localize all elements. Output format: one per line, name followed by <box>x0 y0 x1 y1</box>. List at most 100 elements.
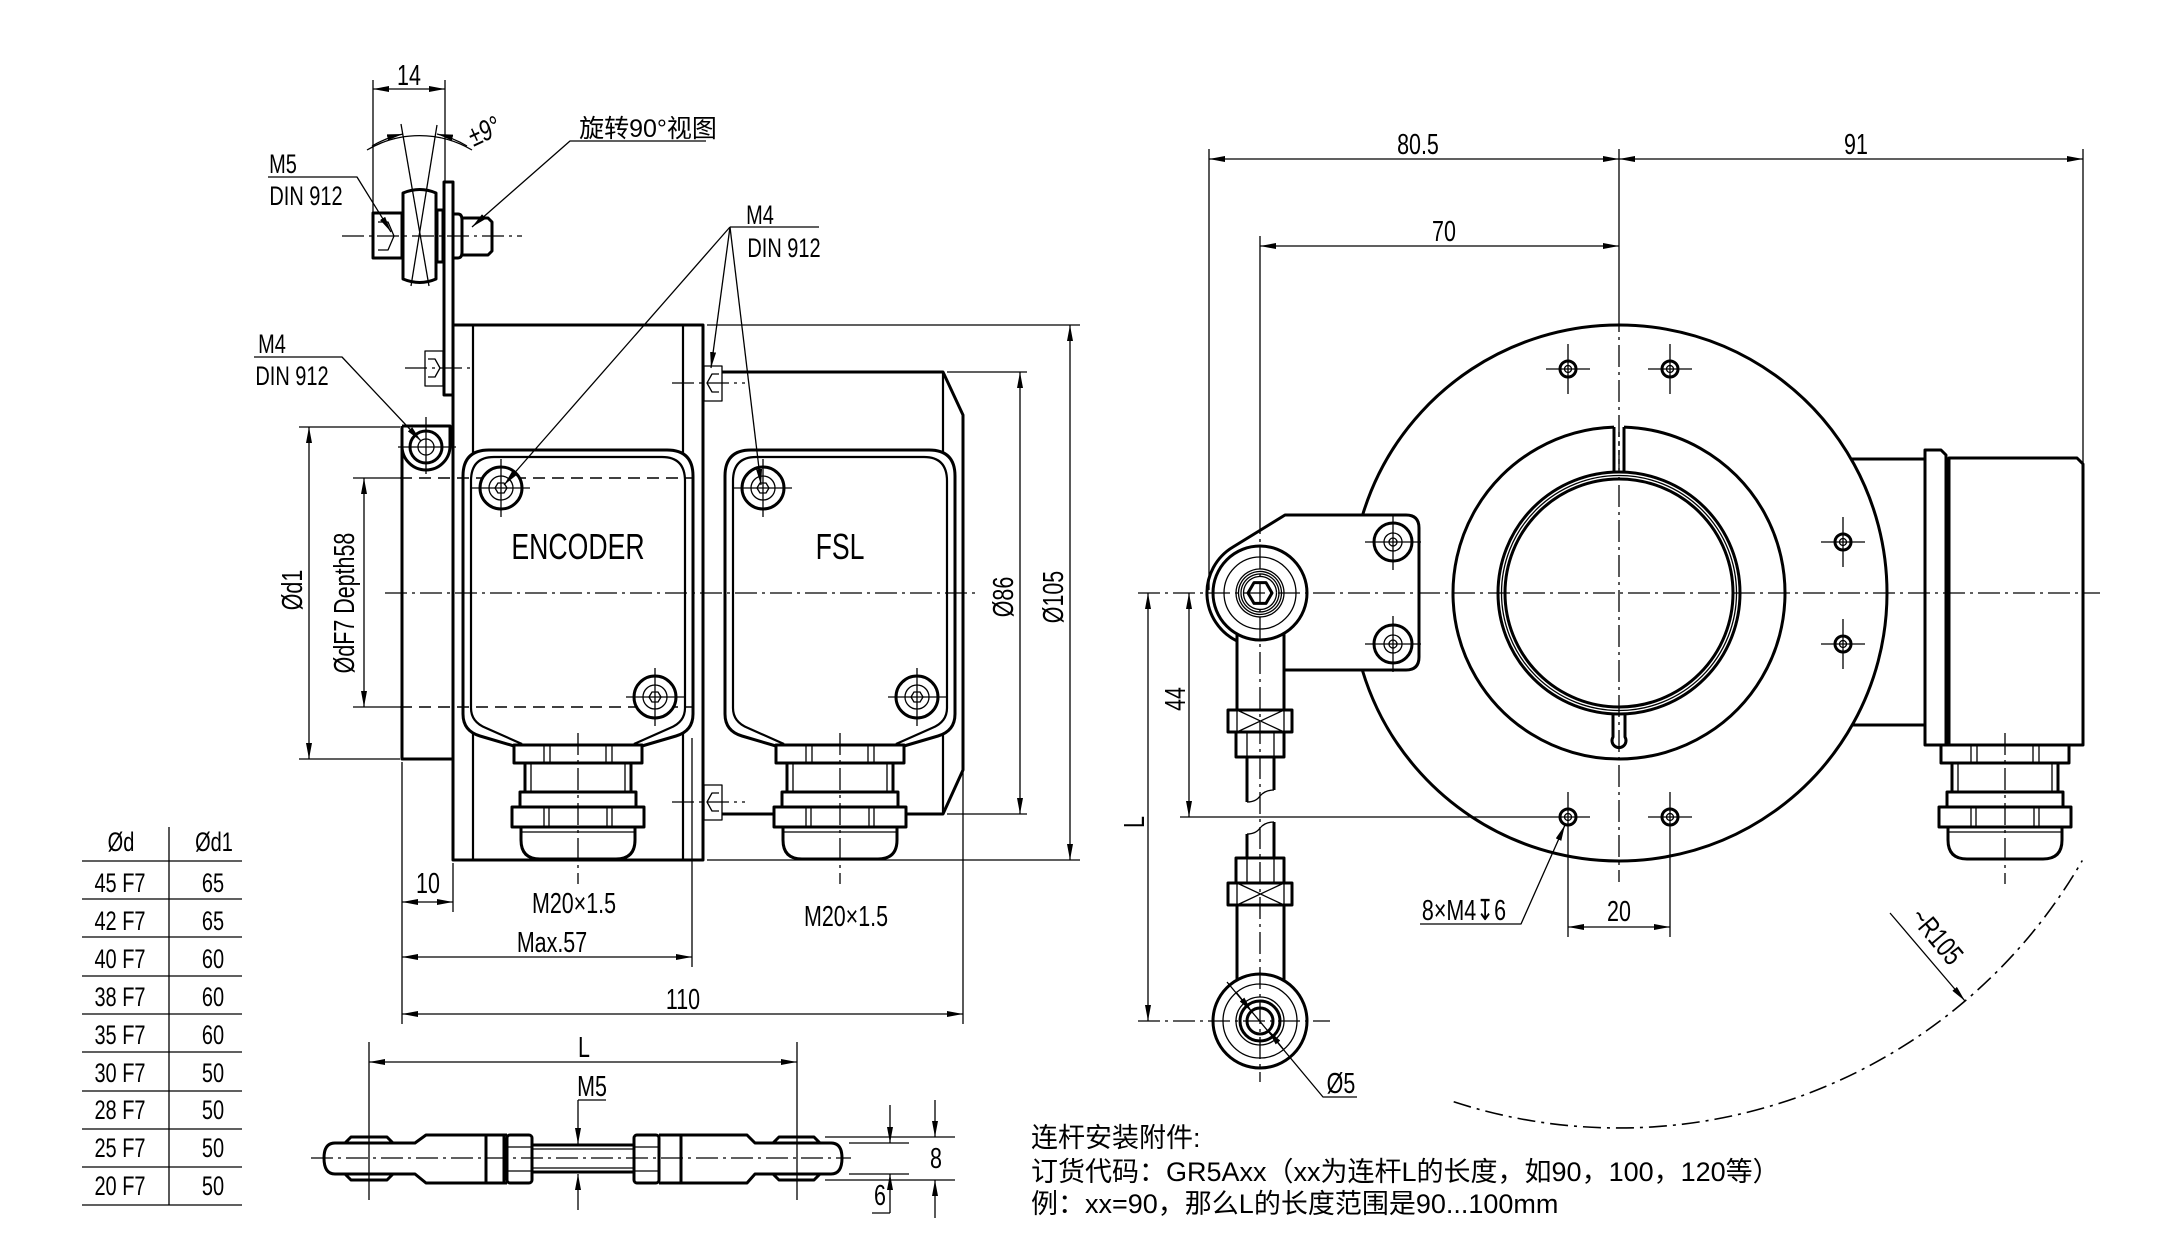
torque-arm-bracket <box>1205 513 1421 710</box>
callout-rotated-view: 旋转90°视图 <box>471 115 717 228</box>
pin-dia-arrow-upper <box>1235 991 1253 1013</box>
arm-mount-bolt-top <box>1363 512 1423 572</box>
dim-lever-width-value: 14 <box>397 60 421 92</box>
dim-eye-width-inner: 6 <box>849 1105 909 1214</box>
note-order-code: 订货代码：GR5Axx（xx为连杆L的长度，如90，100，120等） <box>1031 1157 1780 1187</box>
callout-roller-screw: M5 DIN 912 <box>268 149 392 233</box>
bore-label-group: ØdF7 Depth58 <box>329 533 361 674</box>
callout-threaded-holes: 8×M4↧6 <box>1420 824 1566 927</box>
roller-screw-size: M5 <box>269 149 297 180</box>
rod-tube-upper <box>1235 634 1286 710</box>
roller-screw-leader <box>268 176 392 233</box>
clamp-ring-slot <box>1612 427 1626 472</box>
leader-to-fsl-bolt <box>710 226 731 369</box>
note-example: 例：xx=90，那么L的长度范围是90...100mm <box>1031 1189 1558 1219</box>
table-cell: 50 <box>202 1095 224 1126</box>
rod-body-right <box>659 1133 773 1185</box>
threaded-hole-right-top <box>1819 515 1867 569</box>
table-cell: 65 <box>202 868 224 899</box>
table-cell: 35 F7 <box>94 1020 145 1051</box>
rod-lock-nut-lower-lines <box>1246 858 1275 883</box>
dim-right-extent: 91 <box>1619 129 2084 464</box>
lever-plate <box>442 180 455 397</box>
roller-screw-standard: DIN 912 <box>269 181 342 212</box>
clamp-block-outline <box>400 424 452 472</box>
table-cell: 60 <box>202 944 224 975</box>
swing-limit-line-left <box>400 123 430 287</box>
dim-swing-radius-value: ~R105 <box>1904 902 1969 971</box>
dim-rod-length-value: L <box>578 1032 590 1064</box>
table-cell: 50 <box>202 1058 224 1089</box>
dim-left-extent: 80.5 <box>1208 129 1619 590</box>
table-cell: 45 F7 <box>94 868 145 899</box>
table-cell: 20 F7 <box>94 1171 145 1202</box>
leader-to-encoder-screw <box>503 226 731 486</box>
roller-lever-assembly <box>342 123 522 397</box>
threaded-hole-bottom-left <box>1544 790 1592 844</box>
dim-encoder-length-value: Max.57 <box>517 927 587 959</box>
swing-angle-value: ±9° <box>463 111 506 153</box>
table-header-bore: Ød <box>108 827 135 858</box>
table-cell: 50 <box>202 1133 224 1164</box>
threaded-rod-minor <box>532 1148 634 1169</box>
connector-neck <box>1852 457 1925 727</box>
dim-housing-diameter-value: Ø105 <box>1038 571 1070 623</box>
dim-flange-thickness-value: 10 <box>416 868 440 900</box>
table-cell: 25 F7 <box>94 1133 145 1164</box>
threaded-rod-upper <box>1245 757 1276 802</box>
pin-dia-leader <box>1226 981 1357 1098</box>
fsl-height-label-group: Ø86 <box>988 577 1020 618</box>
rod-hex-nut-lower-flats <box>1236 882 1285 906</box>
dim-total-length-value: 110 <box>666 984 700 1016</box>
table-cell: 38 F7 <box>94 982 145 1013</box>
table-cell: 60 <box>202 1020 224 1051</box>
link-length-label-group: L <box>1119 816 1151 828</box>
dim-right-extent-value: 91 <box>1844 129 1868 161</box>
rod-lock-nut-upper-lines <box>1246 732 1275 757</box>
dim-total-length: 110 <box>402 770 964 1024</box>
callout-clamp-screw: M4 DIN 912 <box>254 329 422 442</box>
dim-arm-offset: 70 <box>1260 216 1619 249</box>
cover-screw-standard: DIN 912 <box>747 233 820 264</box>
hole-offset-label-group: 44 <box>1160 687 1192 711</box>
callout-cover-screws: M4 DIN 912 <box>503 200 821 486</box>
rod-tube-lower <box>1235 905 1286 981</box>
threaded-rod <box>532 1143 634 1174</box>
table-cell: 28 F7 <box>94 1095 145 1126</box>
table-header-flange: Ød1 <box>195 827 233 858</box>
dim-link-length: L <box>1119 593 1151 1021</box>
dim-hole-offset-value: 44 <box>1160 687 1192 711</box>
threaded-hole-top-right <box>1646 342 1694 396</box>
rotated-view-leader <box>471 140 706 228</box>
dim-housing-diameter: Ø105 <box>707 324 1080 861</box>
dim-flange-thickness: 10 <box>401 762 454 1024</box>
dim-lever-width: 14 <box>372 60 446 212</box>
rod-end-right <box>773 1141 844 1176</box>
torque-arm <box>1205 512 1423 710</box>
threaded-holes-spec: 8×M4↧6 <box>1422 895 1506 927</box>
arm-mount-bolt-bottom <box>1363 614 1423 674</box>
table-cell: 42 F7 <box>94 906 145 937</box>
connector-housing <box>1947 456 2085 747</box>
table-cell: 40 F7 <box>94 944 145 975</box>
swing-angle-arrow-right <box>436 133 468 147</box>
swing-angle-label-group: ±9° <box>463 111 506 153</box>
encoder-gland-thread: M20×1.5 <box>532 888 616 920</box>
clamp-screw-crosshair <box>398 417 456 474</box>
rod-nut-right <box>632 1133 661 1185</box>
clamp-screw-standard: DIN 912 <box>255 361 328 392</box>
dim-swing-radius: ~R105 <box>1453 860 2083 1129</box>
rod-end-left <box>322 1141 391 1176</box>
fsl-gland-thread: M20×1.5 <box>804 901 888 933</box>
dim-hole-offset: 44 <box>1160 593 1546 818</box>
threaded-holes-leader <box>1420 824 1566 925</box>
dim-bore: ØdF7 Depth58 <box>329 477 400 708</box>
leader-to-fsl-screw <box>729 226 763 486</box>
note-title: 连杆安装附件: <box>1031 1123 1201 1153</box>
swing-radius-leader <box>1889 912 1966 1002</box>
dim-rod-length: L <box>368 1032 798 1200</box>
dim-fsl-height-value: Ø86 <box>988 577 1020 618</box>
dim-hole-spacing-value: 20 <box>1607 896 1631 928</box>
fsl-label: FSL <box>816 526 865 567</box>
